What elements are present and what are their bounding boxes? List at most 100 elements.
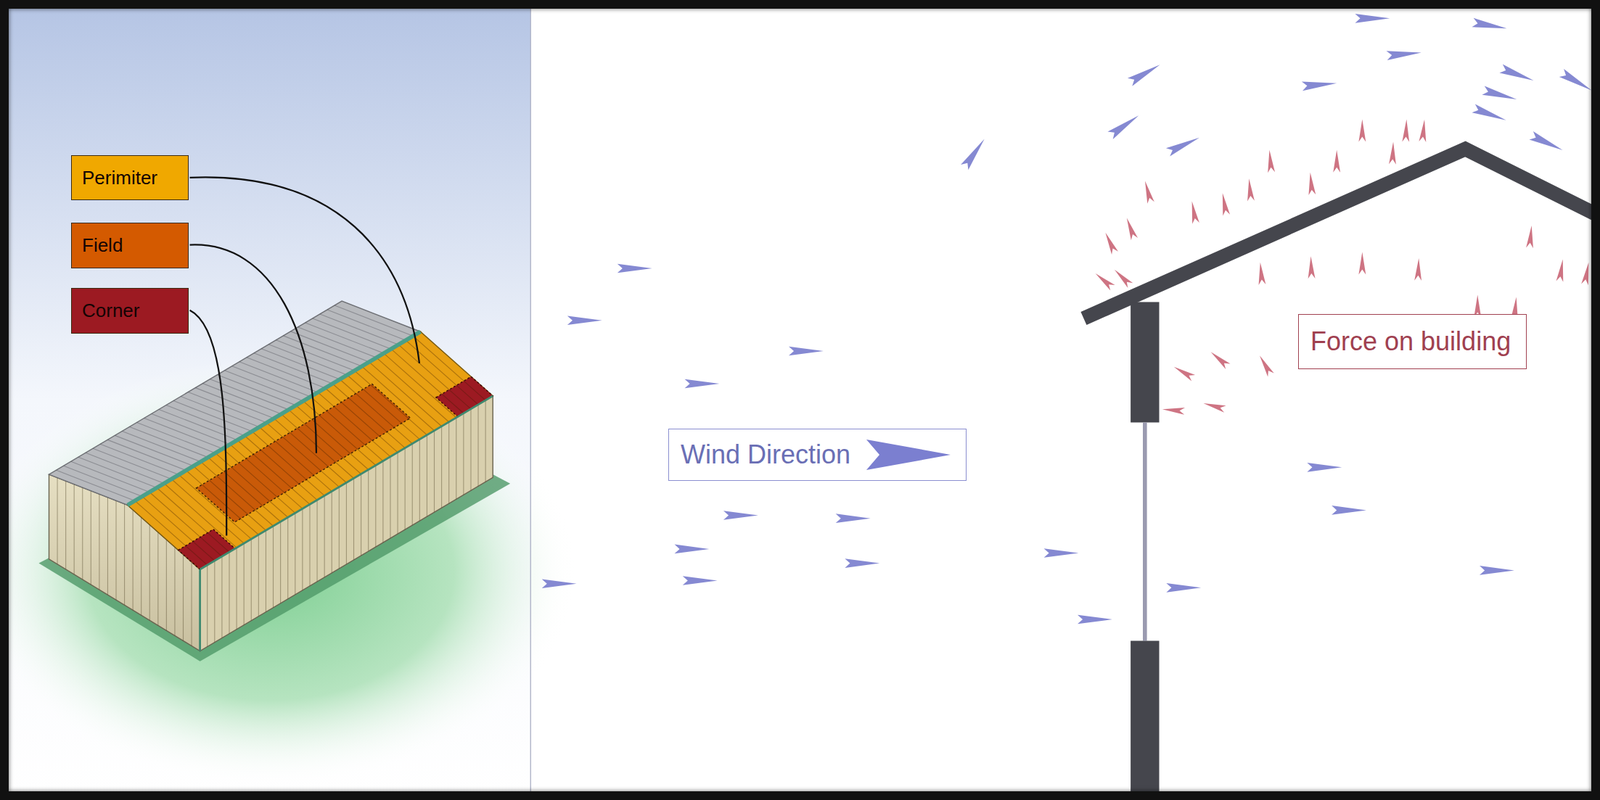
rib bbox=[470, 409, 471, 492]
rib bbox=[222, 449, 296, 514]
rib bbox=[174, 547, 175, 636]
wind-arrow bbox=[1525, 225, 1536, 249]
rib bbox=[132, 510, 134, 611]
rib bbox=[287, 517, 289, 600]
wind-arrow bbox=[1166, 133, 1202, 157]
wind-arrow bbox=[1166, 583, 1201, 593]
wind-arrow bbox=[1141, 179, 1155, 204]
rib bbox=[259, 427, 332, 492]
panel-divider bbox=[530, 0, 532, 800]
rib bbox=[200, 462, 274, 527]
rib bbox=[90, 491, 92, 585]
rib bbox=[166, 539, 167, 631]
wind-arrow bbox=[1355, 13, 1391, 24]
rib bbox=[288, 409, 362, 475]
rib bbox=[171, 479, 244, 545]
rib bbox=[178, 475, 252, 540]
rib bbox=[332, 383, 405, 449]
label-text: Corner bbox=[81, 299, 140, 323]
zone-label: Field bbox=[71, 222, 189, 269]
rib bbox=[367, 470, 369, 553]
rib bbox=[258, 534, 260, 617]
rib bbox=[294, 513, 296, 596]
rib bbox=[236, 547, 238, 630]
wind-arrow bbox=[1479, 565, 1515, 576]
wind-arrow bbox=[1559, 68, 1595, 95]
rib bbox=[182, 555, 184, 642]
wind-arrow bbox=[1471, 103, 1508, 125]
leader-line bbox=[190, 244, 317, 453]
rib bbox=[455, 417, 457, 500]
rib bbox=[310, 396, 384, 462]
rib bbox=[309, 504, 310, 587]
wind-arrow bbox=[1266, 149, 1276, 173]
rib bbox=[214, 560, 215, 643]
rib bbox=[419, 439, 421, 522]
arrow-shape bbox=[866, 439, 951, 471]
wind-arrow bbox=[1171, 364, 1196, 382]
zone-label: Corner bbox=[71, 288, 189, 334]
house-section bbox=[1083, 148, 1600, 800]
rib bbox=[237, 440, 310, 506]
wind-arrow bbox=[684, 379, 720, 389]
wind-arrow bbox=[1388, 141, 1397, 164]
wind-arrow bbox=[1414, 258, 1423, 281]
rib bbox=[346, 375, 420, 440]
wind-arrow bbox=[1301, 78, 1338, 91]
rib bbox=[191, 562, 193, 647]
rib bbox=[186, 470, 260, 536]
wind-arrow bbox=[835, 513, 871, 524]
rib bbox=[362, 366, 435, 432]
rib bbox=[274, 418, 347, 484]
wind-arrow bbox=[674, 544, 710, 555]
wind-arrow bbox=[567, 315, 603, 326]
rib bbox=[81, 487, 83, 580]
wind-arrow bbox=[1332, 150, 1341, 173]
rib bbox=[485, 400, 487, 483]
wind-arrow bbox=[1306, 462, 1342, 473]
wind-arrow bbox=[682, 576, 718, 586]
wall bbox=[1130, 301, 1159, 423]
zone-label: Perimiter bbox=[71, 155, 189, 201]
wind-arrow bbox=[788, 346, 824, 357]
rib bbox=[398, 344, 471, 410]
wind-arrow bbox=[1581, 261, 1593, 286]
rib bbox=[134, 500, 208, 566]
rib bbox=[74, 484, 75, 575]
rib bbox=[354, 370, 428, 436]
rib bbox=[389, 457, 391, 540]
rib bbox=[57, 478, 59, 565]
rib bbox=[376, 357, 450, 423]
rib bbox=[115, 500, 117, 601]
window-glass bbox=[1142, 422, 1148, 641]
wind-arrow bbox=[1358, 252, 1366, 276]
leader-lines bbox=[190, 177, 420, 536]
label-text: Field bbox=[81, 234, 123, 257]
rib bbox=[142, 496, 215, 561]
rib bbox=[228, 552, 230, 635]
rib bbox=[157, 532, 159, 627]
wind-arrow bbox=[960, 136, 989, 170]
rib bbox=[206, 565, 208, 648]
wind-arrow bbox=[1111, 267, 1133, 289]
rib bbox=[149, 524, 151, 621]
label-text: Force on building bbox=[1310, 326, 1511, 358]
wind-arrows bbox=[542, 13, 1595, 625]
roof bbox=[1083, 148, 1600, 319]
ridge-cap bbox=[127, 331, 421, 506]
wind-arrow bbox=[1386, 47, 1423, 61]
rib bbox=[353, 478, 355, 561]
rib bbox=[382, 461, 384, 544]
rib bbox=[448, 422, 450, 505]
force-box: Force on building bbox=[1298, 314, 1527, 370]
label-text: Wind Direction bbox=[680, 439, 851, 471]
rib bbox=[412, 335, 486, 401]
rib bbox=[124, 504, 125, 606]
rib bbox=[412, 444, 413, 527]
rib bbox=[107, 497, 109, 596]
wind-arrow bbox=[1307, 256, 1316, 279]
leader-line bbox=[190, 177, 420, 363]
wind-arrow bbox=[1123, 216, 1138, 241]
rib bbox=[317, 392, 391, 458]
wind-arrow bbox=[1471, 18, 1508, 34]
